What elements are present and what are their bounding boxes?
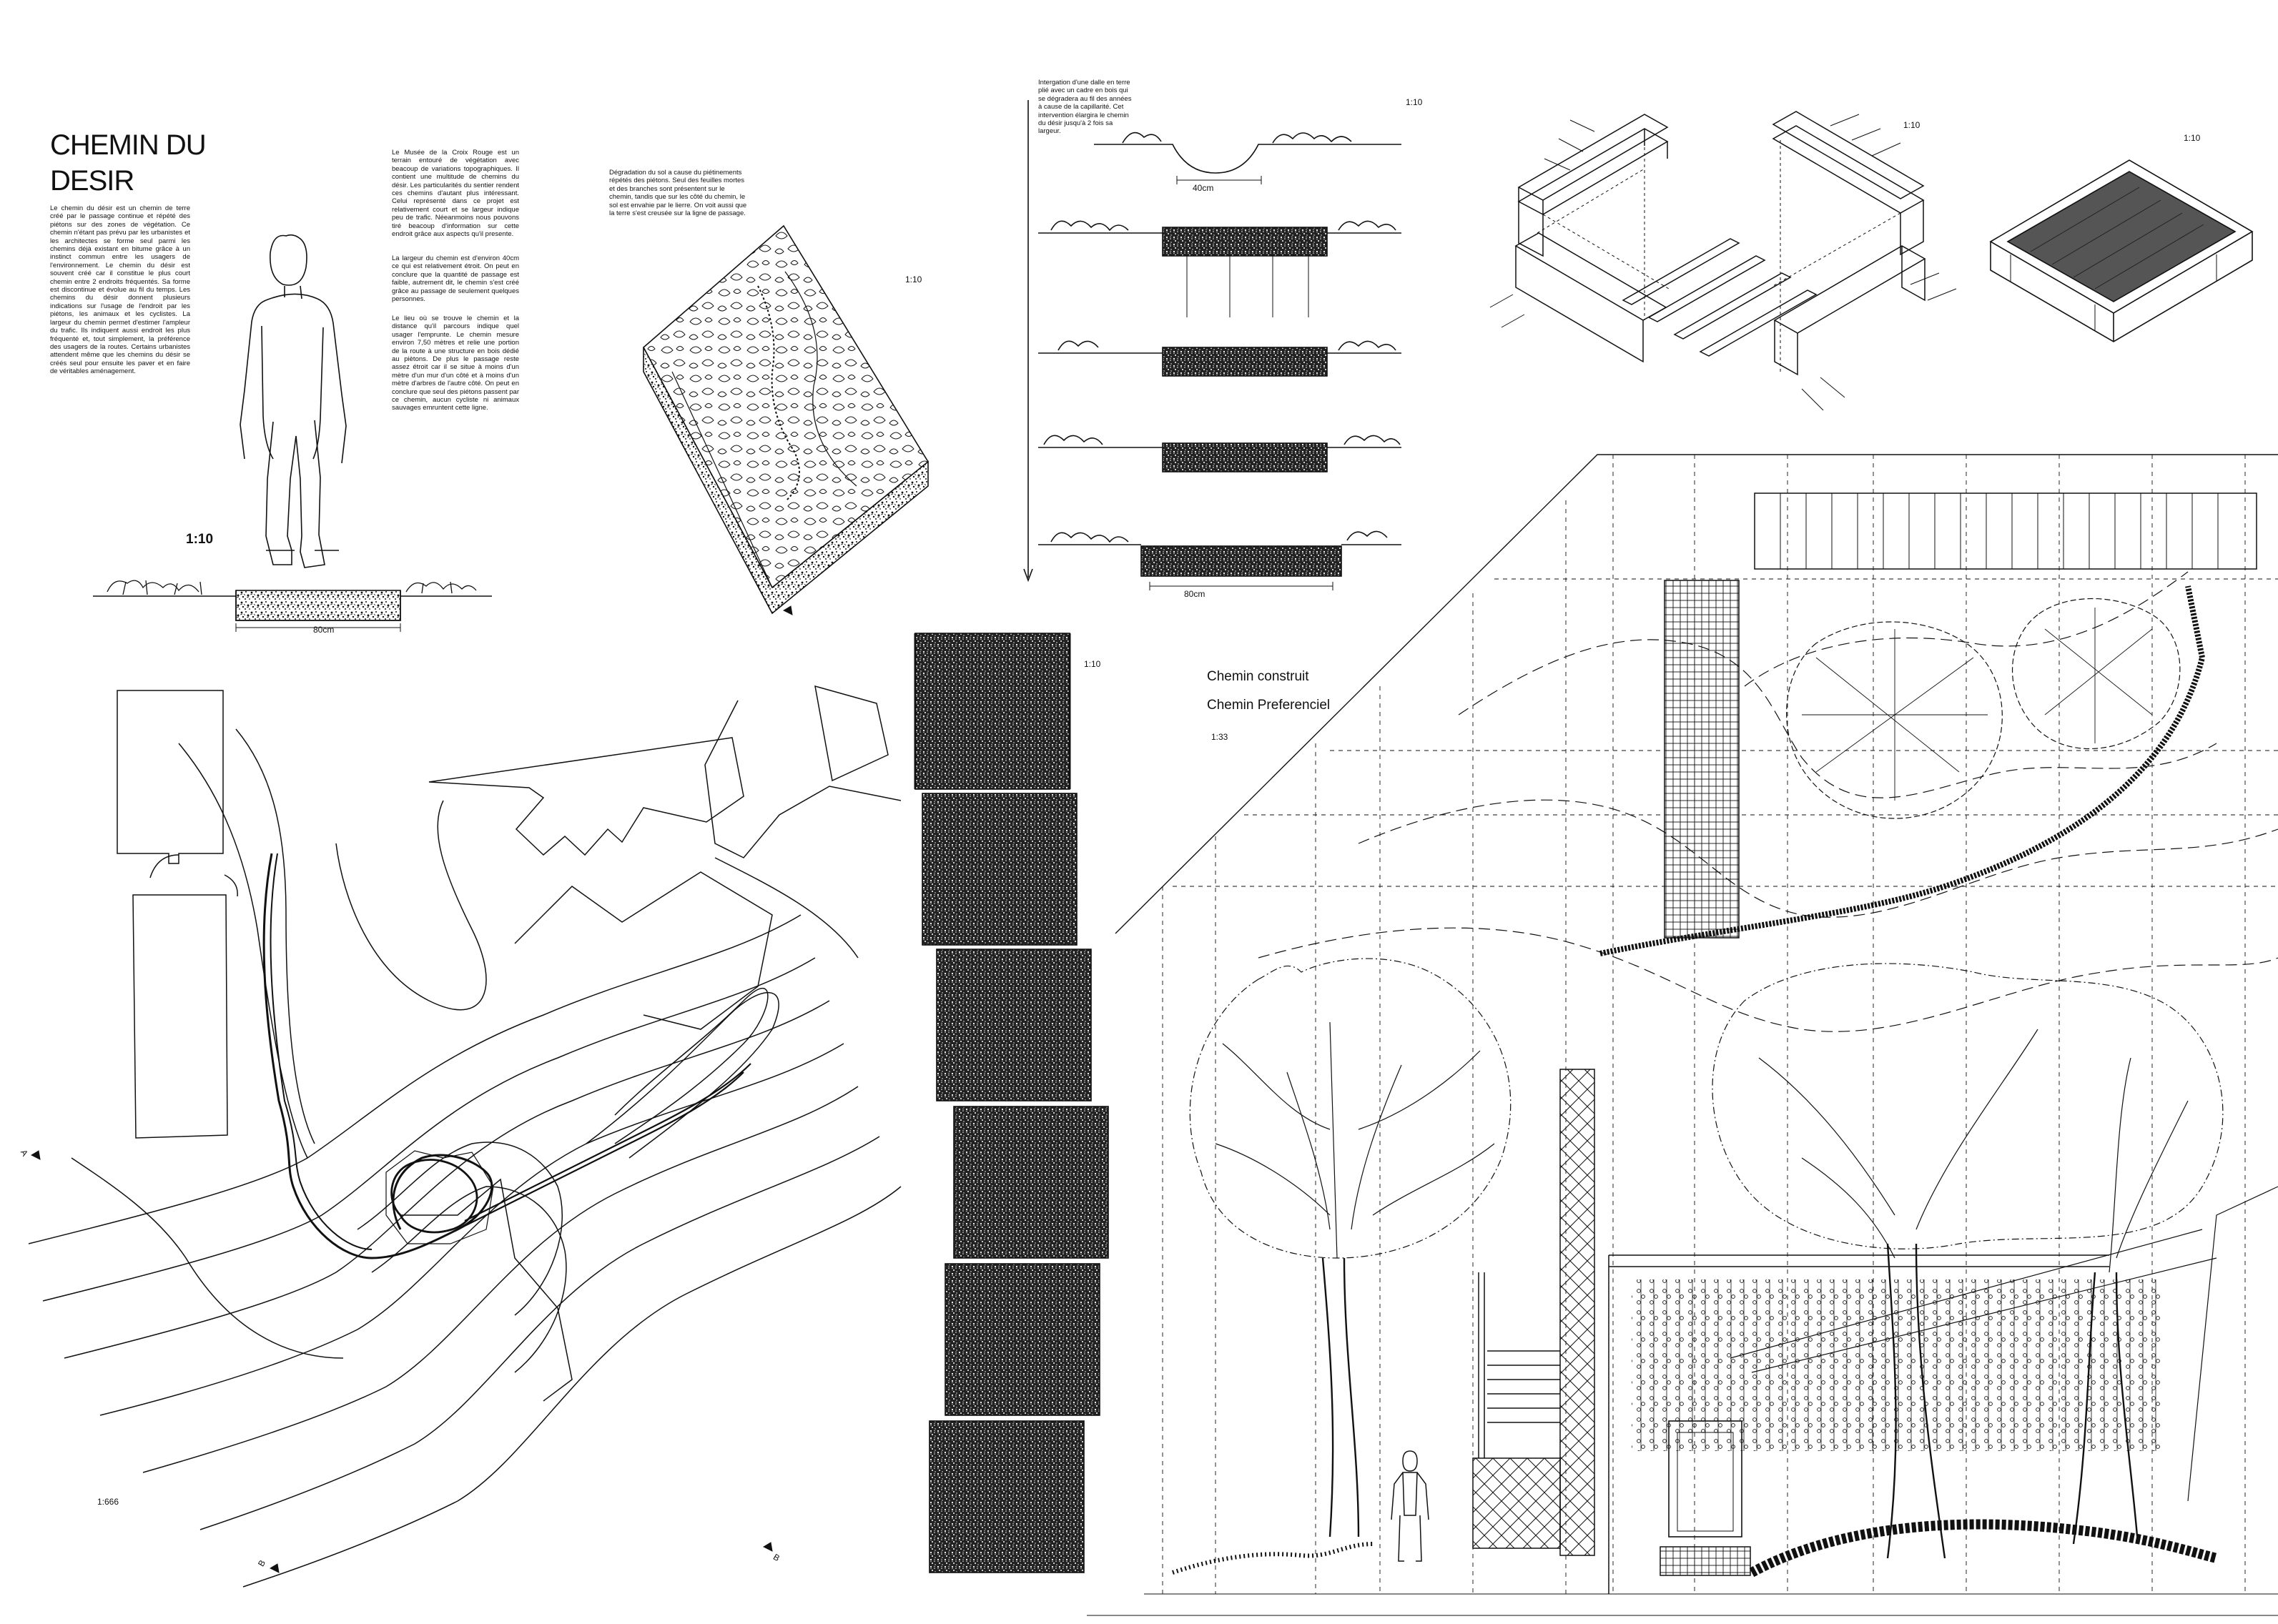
frame-assembled: [1989, 159, 2254, 342]
musee-paragraph: Le Musée de la Croix Rouge est un terrai…: [392, 149, 519, 239]
isometric-soil-block: [642, 224, 930, 615]
dim-section-top: 40cm: [1193, 183, 1214, 193]
largeur-paragraph: La largeur du chemin est d'environ 40cm …: [392, 254, 519, 304]
degradation-paragraph: Dégradation du sol a cause du piétinemen…: [609, 169, 747, 218]
legend-built-path: Chemin construit: [1207, 669, 1309, 684]
site-plan: [28, 605, 902, 1588]
scale-sections: 1:10: [1406, 97, 1423, 107]
scale-plan: 1:666: [97, 1497, 119, 1507]
legend-preferred-path: Chemin Preferenciel: [1207, 698, 1331, 713]
site-elevation: [1115, 454, 2278, 1595]
scale-elevation: 1:33: [1211, 732, 1228, 742]
integration-paragraph: Intergation d'une dalle en terre plié av…: [1038, 79, 1132, 136]
scale-frame-assembled: 1:10: [2184, 133, 2201, 143]
scale-iso: 1:10: [905, 274, 922, 284]
scale-frame-exploded: 1:10: [1903, 120, 1920, 130]
sections-column: [1023, 100, 1401, 590]
scale-strip: 1:10: [1084, 659, 1101, 669]
texture-strip: [914, 633, 1109, 1573]
person-elevation: [93, 234, 492, 632]
lieu-paragraph: Le lieu où se trouve le chemin et la dis…: [392, 315, 519, 412]
frame-exploded-axonometric: [1489, 111, 1957, 411]
intro-paragraph: Le chemin du désir est un chemin de terr…: [50, 204, 190, 376]
page-title: CHEMIN DU DESIR: [50, 129, 207, 197]
scale-person: 1:10: [186, 532, 214, 547]
dim-section-bottom: 80cm: [1184, 589, 1205, 599]
